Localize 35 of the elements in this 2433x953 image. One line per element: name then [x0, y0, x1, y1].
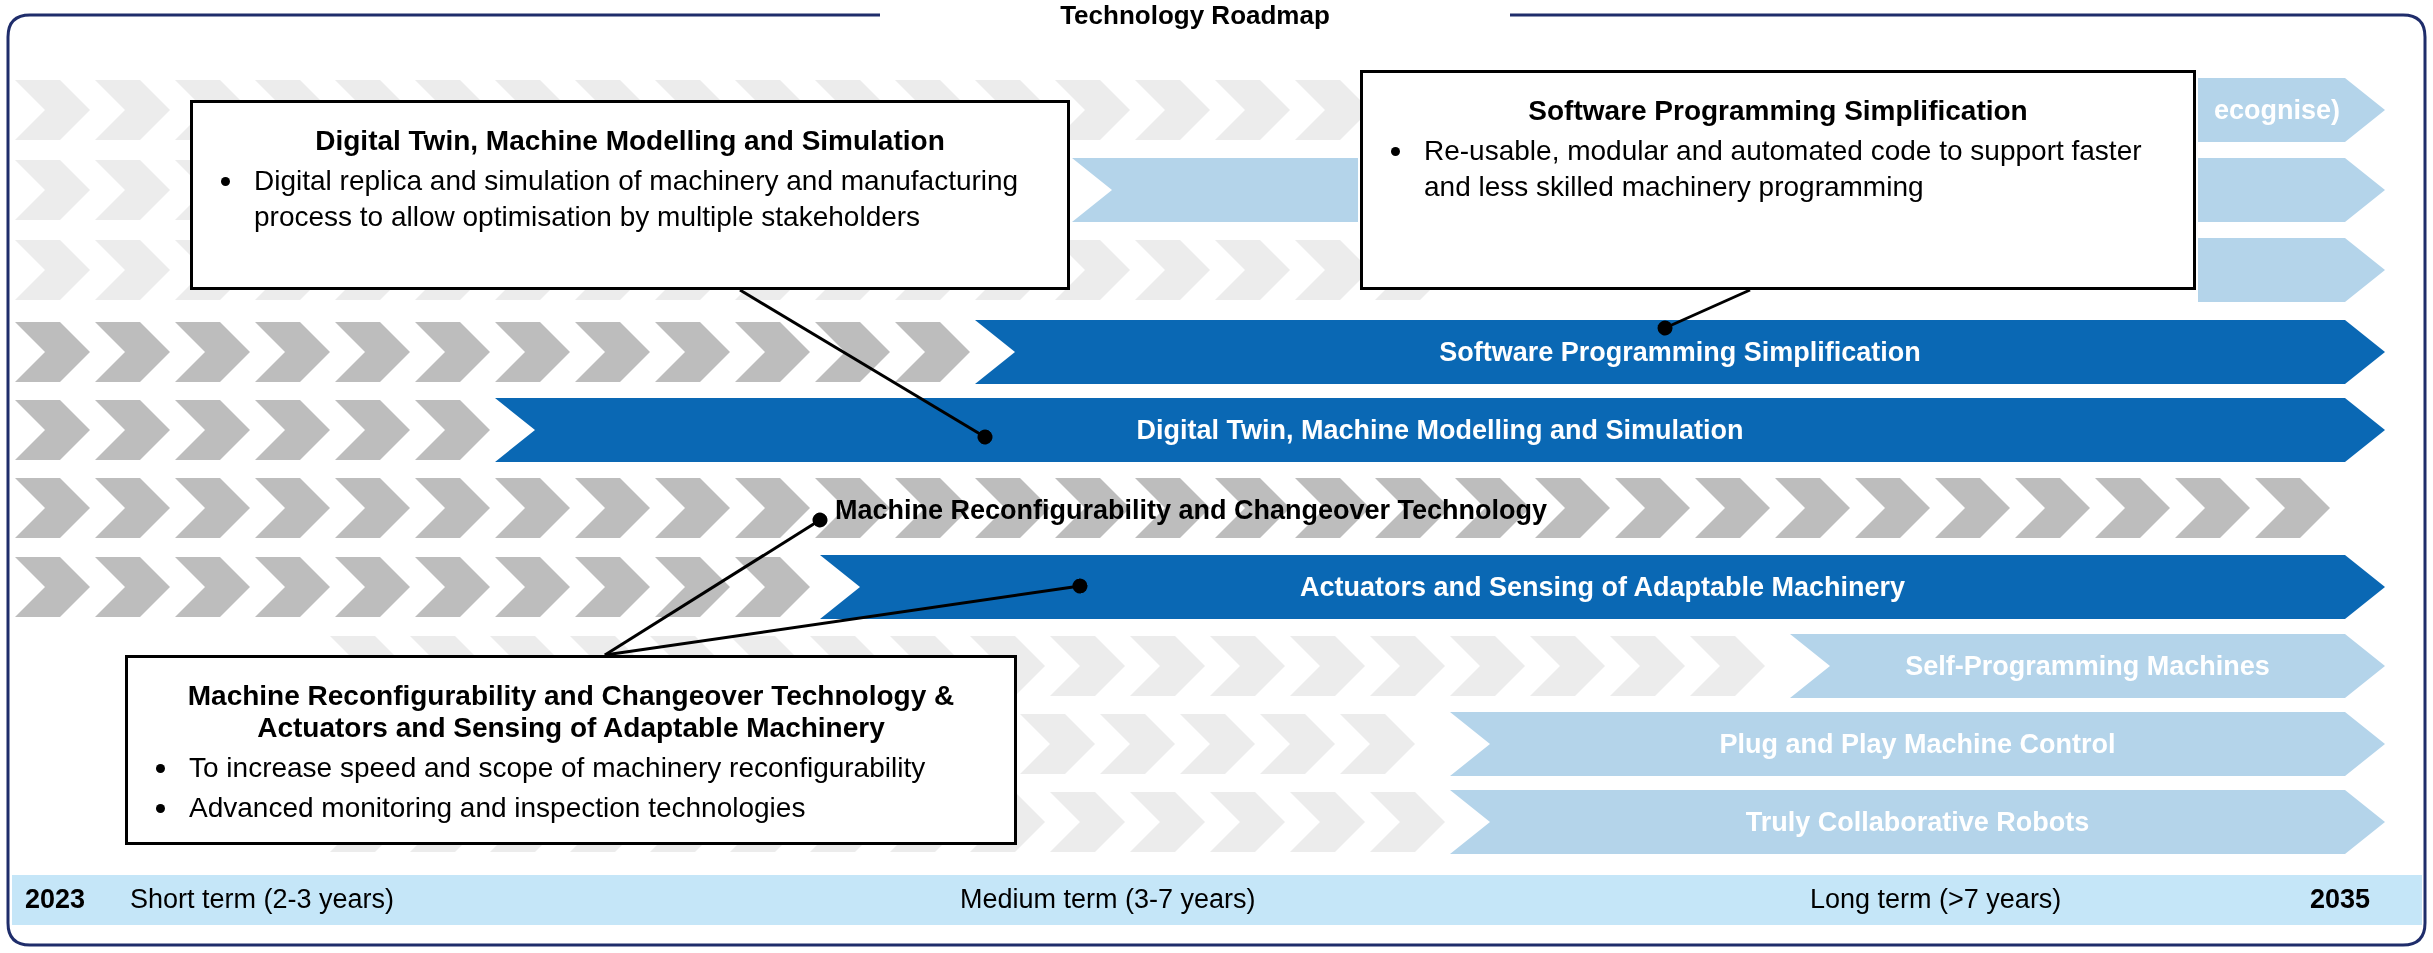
- bar-label: ecognise): [2213, 94, 2340, 126]
- bar-label: Software Programming Simplification: [1439, 336, 1921, 368]
- roadmap-bar: [1072, 158, 1358, 222]
- callout-title: Software Programming Simplification: [1527, 95, 2029, 127]
- roadmap-bar: [820, 555, 2385, 619]
- bullet-text: To increase speed and scope of machinery reconfigurability: [189, 751, 926, 785]
- period-label: Long term (>7 years): [1810, 884, 2062, 915]
- roadmap-bar: [2198, 158, 2385, 222]
- leader-line: [604, 512, 828, 657]
- callout-title: Digital Twin, Machine Modelling and Simulation: [314, 125, 946, 157]
- leader-line: [604, 578, 1088, 657]
- period-label: Medium term (3-7 years): [960, 884, 1256, 915]
- bar-label: Plug and Play Machine Control: [1719, 728, 2116, 760]
- roadmap-bar: [1450, 790, 2385, 854]
- roadmap-bar: [975, 320, 2385, 384]
- roadmap-bar: [1450, 712, 2385, 776]
- roadmap-bar: [1790, 634, 2385, 698]
- year-label: 2035: [2310, 884, 2371, 915]
- callout-box: [125, 655, 1017, 845]
- roadmap-bar: [2198, 238, 2385, 302]
- bar-label: Self-Programming Machines: [1905, 650, 2270, 682]
- bar-label: Truly Collaborative Robots: [1745, 806, 2090, 838]
- bullet-text: Digital replica and simulation of machinery and manufacturing process to allow optimisation by multiple stakeholders: [254, 164, 1020, 235]
- roadmap-bar: [2198, 78, 2385, 142]
- period-label: Short term (2-3 years): [130, 884, 395, 915]
- bar-label: Actuators and Sensing of Adaptable Machinery: [1299, 571, 1906, 603]
- callout-title: Machine Reconfigurability and Changeover Technology & Actuators and Sensing of Adaptable Machinery: [186, 680, 956, 744]
- bar-label: Digital Twin, Machine Modelling and Simulation: [1136, 414, 1744, 446]
- bullet-text: Advanced monitoring and inspection technologies: [189, 791, 806, 826]
- callout-box: [1360, 70, 2196, 290]
- year-label: 2023: [25, 884, 86, 915]
- diagram-title: Technology Roadmap: [1059, 0, 1331, 31]
- roadmap-bar: [495, 398, 2385, 462]
- callout-box: [190, 100, 1070, 290]
- bullet-text: Re-usable, modular and automated code to support faster and less skilled machinery programming: [1424, 134, 2143, 205]
